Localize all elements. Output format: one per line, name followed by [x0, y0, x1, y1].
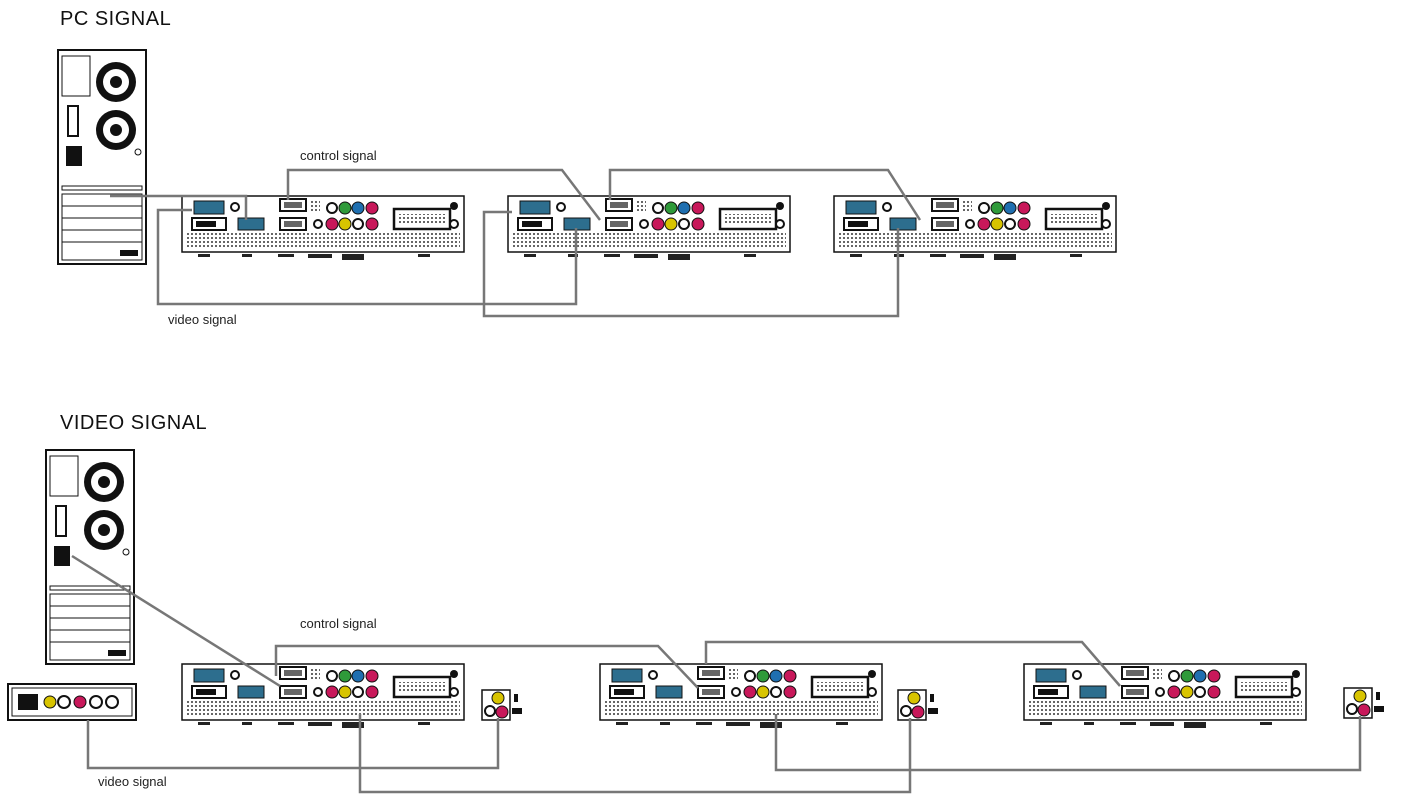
projector-2-pc [508, 196, 790, 260]
control-signal-label-video: control signal [300, 616, 377, 631]
video-cable-2-rca3 [776, 714, 1360, 770]
projector-1-pc [182, 196, 464, 260]
projector-1-video [182, 664, 464, 728]
video-cable-source-rca1 [88, 718, 498, 768]
rca-box-1 [482, 690, 522, 720]
video-signal-label-pc: video signal [168, 312, 237, 327]
rca-box-2 [898, 690, 938, 720]
video-source-device [8, 684, 136, 720]
pc-tower-video-section [46, 450, 134, 664]
pc-tower-pc-section [58, 50, 146, 264]
rca-box-3 [1344, 688, 1384, 718]
video-signal-label-video: video signal [98, 774, 167, 789]
projector-3-video [1024, 664, 1306, 728]
video-cable-1-rca2 [360, 714, 910, 792]
projector-3-pc [834, 196, 1116, 260]
control-signal-label-pc: control signal [300, 148, 377, 163]
projector-2-video [600, 664, 882, 728]
